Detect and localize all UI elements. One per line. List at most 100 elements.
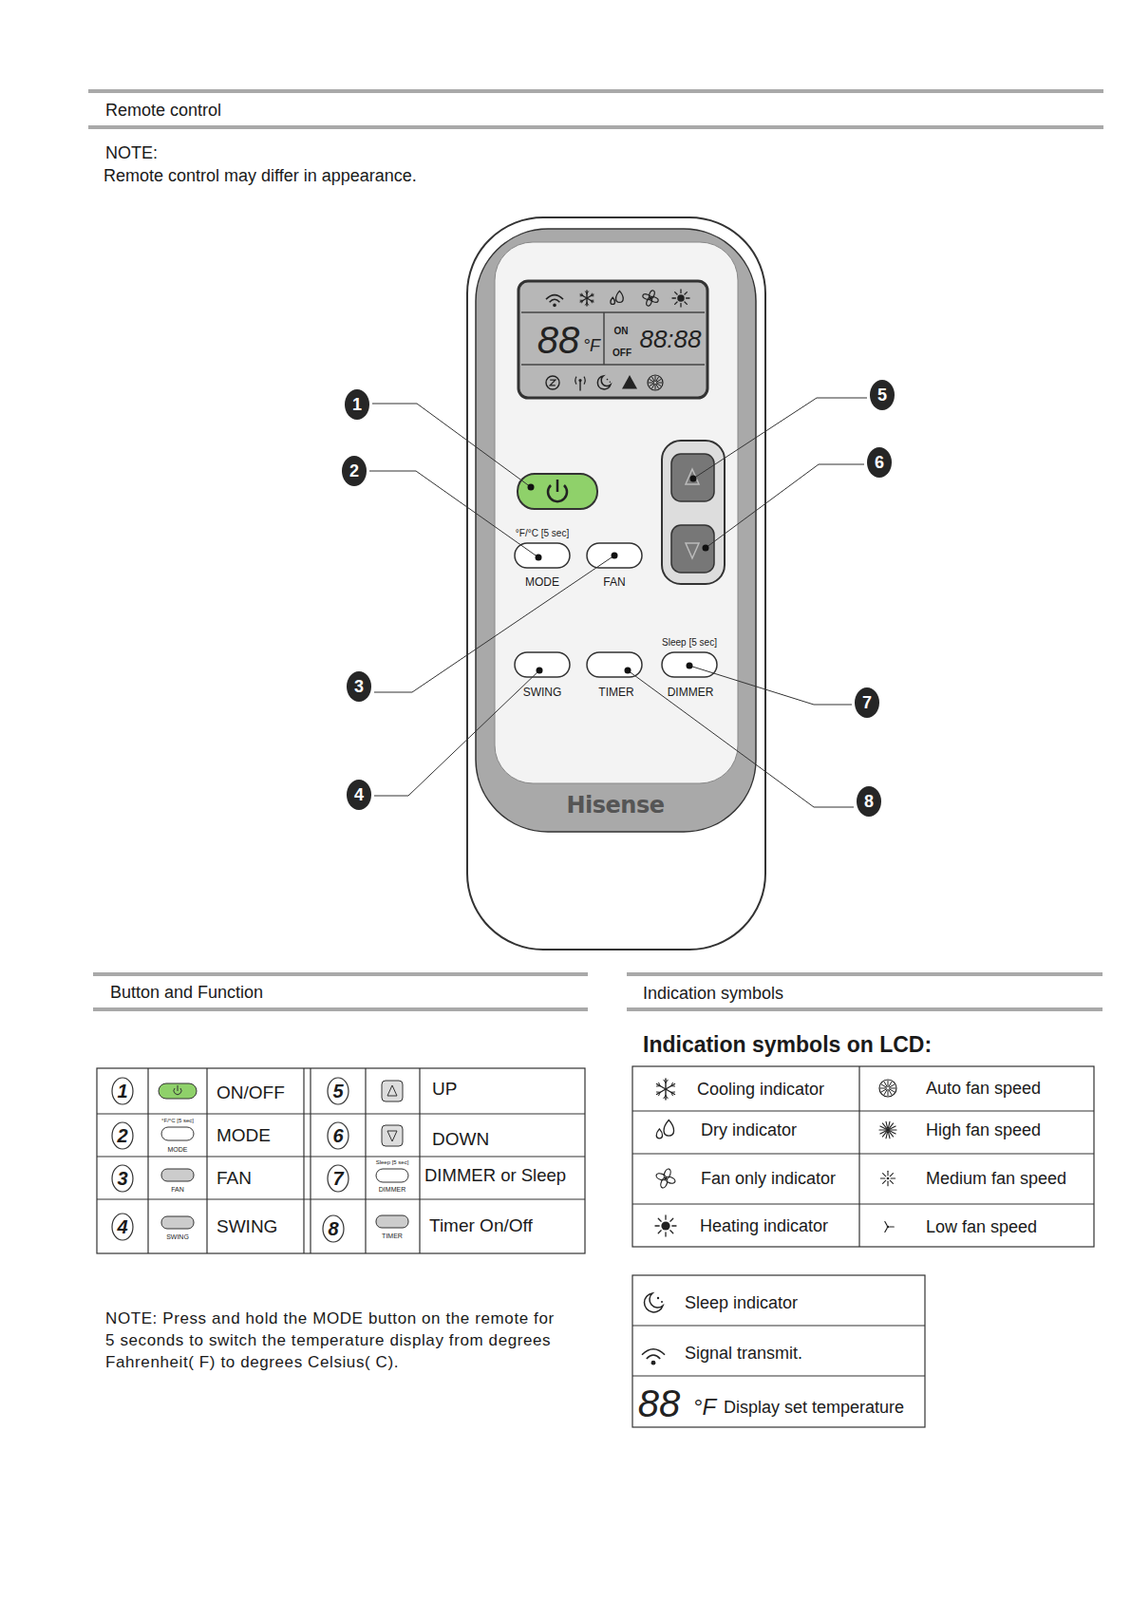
table-cell: DIMMER or Sleep bbox=[424, 1165, 566, 1186]
table-cell: 7 bbox=[332, 1168, 343, 1190]
sun-icon bbox=[655, 1225, 660, 1226]
fan-icon bbox=[662, 1168, 673, 1180]
sun-icon bbox=[664, 1232, 666, 1237]
sun-icon bbox=[675, 292, 678, 295]
sun-icon bbox=[670, 1218, 674, 1222]
high-fan-icon bbox=[879, 1129, 886, 1131]
snowflake-icon bbox=[580, 294, 594, 302]
moon-icon bbox=[597, 376, 611, 390]
snowflake-icon bbox=[590, 300, 594, 302]
auto-fan-icon bbox=[657, 382, 662, 384]
lcd-digits: 88:88 bbox=[639, 325, 701, 355]
table-button-icons bbox=[158, 1080, 409, 1229]
antenna-icon bbox=[579, 380, 581, 391]
leader-lines bbox=[369, 397, 868, 808]
lcd-digits: °F bbox=[583, 336, 601, 357]
symbol-description: Fan only indicator bbox=[700, 1168, 836, 1189]
moon-icon bbox=[609, 381, 611, 383]
antenna-icon bbox=[575, 377, 577, 385]
fan-icon bbox=[664, 1177, 668, 1181]
medium-fan-icon bbox=[883, 1173, 886, 1177]
fan-icon bbox=[647, 289, 656, 300]
callout-number: 4 bbox=[354, 785, 364, 806]
z-icon bbox=[546, 376, 560, 390]
auto-fan-icon bbox=[880, 1088, 886, 1090]
drop-icon bbox=[656, 1129, 662, 1139]
high-fan-icon bbox=[885, 1121, 888, 1129]
snowflake-icon bbox=[584, 291, 587, 294]
table-cell: DIMMER bbox=[378, 1186, 406, 1194]
section-heading: Remote control bbox=[105, 100, 222, 121]
symbol-tables bbox=[632, 1066, 1094, 1428]
sun-icon bbox=[672, 297, 676, 299]
sun-icon bbox=[658, 1230, 661, 1234]
table-cell: MODE bbox=[216, 1125, 271, 1147]
lcd-digits: 88 bbox=[537, 318, 581, 362]
signal-icon bbox=[651, 1360, 657, 1366]
label-text: MODE bbox=[525, 576, 560, 590]
snowflake-icon bbox=[656, 1084, 675, 1095]
medium-fan-icon bbox=[889, 1173, 893, 1177]
snowflake-icon bbox=[580, 295, 584, 297]
table-cell: Timer On/Off bbox=[429, 1215, 533, 1237]
symbol-description: Dry indicator bbox=[700, 1120, 797, 1141]
table-cell: TIMER bbox=[381, 1232, 403, 1241]
auto-fan-icon bbox=[648, 382, 654, 384]
warning-icon bbox=[622, 375, 638, 389]
fan-icon bbox=[641, 293, 652, 302]
medium-fan-icon bbox=[886, 1170, 888, 1176]
drop-icon bbox=[610, 297, 616, 304]
moon-icon bbox=[657, 1297, 660, 1300]
table-cell: FAN bbox=[170, 1186, 185, 1194]
table-cell: 8 bbox=[327, 1218, 339, 1241]
label-text: Button and Function bbox=[110, 982, 264, 1003]
label-text: Indication symbols on LCD: bbox=[642, 1032, 932, 1057]
symbol-description: Heating indicator bbox=[699, 1216, 829, 1237]
table-cell: UP bbox=[432, 1078, 457, 1100]
snowflake-icon bbox=[671, 1092, 674, 1095]
sun-icon bbox=[686, 297, 690, 299]
callout-number: 7 bbox=[862, 693, 872, 714]
snowflake-icon bbox=[590, 293, 592, 297]
snowflake-icon bbox=[586, 302, 589, 305]
snowflake-icon bbox=[671, 1082, 674, 1086]
table-cell: ON/OFF bbox=[216, 1082, 285, 1104]
lcd-digits: °F bbox=[693, 1394, 717, 1421]
label-text: Sleep [5 sec] bbox=[661, 637, 717, 649]
callout-number: 8 bbox=[864, 791, 874, 812]
callout-number: 2 bbox=[349, 461, 359, 482]
snowflake-icon bbox=[663, 1095, 666, 1099]
medium-fan-icon bbox=[883, 1180, 886, 1184]
auto-fan-icon bbox=[884, 1081, 887, 1087]
auto-fan-icon bbox=[656, 379, 661, 383]
z-icon bbox=[549, 379, 556, 386]
snowflake-icon bbox=[580, 294, 594, 302]
callout-number: 1 bbox=[352, 395, 362, 415]
label-text: ON bbox=[614, 325, 629, 338]
snowflake-icon bbox=[665, 1079, 668, 1083]
low-fan-icon bbox=[886, 1225, 890, 1229]
auto-fan-icon bbox=[879, 1079, 897, 1097]
table-cell: 3 bbox=[116, 1168, 128, 1190]
moon-icon bbox=[606, 378, 609, 381]
snowflake-icon bbox=[659, 1082, 661, 1086]
signal-icon bbox=[641, 1349, 665, 1356]
callout-circles bbox=[341, 379, 895, 817]
sun-icon bbox=[658, 1218, 661, 1222]
low-fan-icon bbox=[889, 1225, 895, 1227]
symbol-description: High fan speed bbox=[925, 1120, 1041, 1141]
sun-icon bbox=[684, 292, 687, 295]
table-cell: °F/°C [5 sec] bbox=[161, 1117, 194, 1125]
callout-number: 5 bbox=[877, 385, 887, 406]
label-text: NOTE: bbox=[105, 143, 158, 164]
antenna-icon bbox=[584, 377, 585, 385]
snowflake-icon bbox=[656, 1084, 675, 1095]
moon-icon bbox=[660, 1300, 663, 1303]
auto-fan-icon bbox=[889, 1084, 895, 1088]
label-text: FAN bbox=[603, 576, 625, 590]
symbol-description: Sleep indicator bbox=[684, 1293, 798, 1314]
auto-fan-icon bbox=[655, 384, 657, 390]
high-fan-icon bbox=[880, 1131, 886, 1134]
medium-fan-icon bbox=[886, 1181, 888, 1187]
table-cell: 5 bbox=[332, 1080, 343, 1103]
